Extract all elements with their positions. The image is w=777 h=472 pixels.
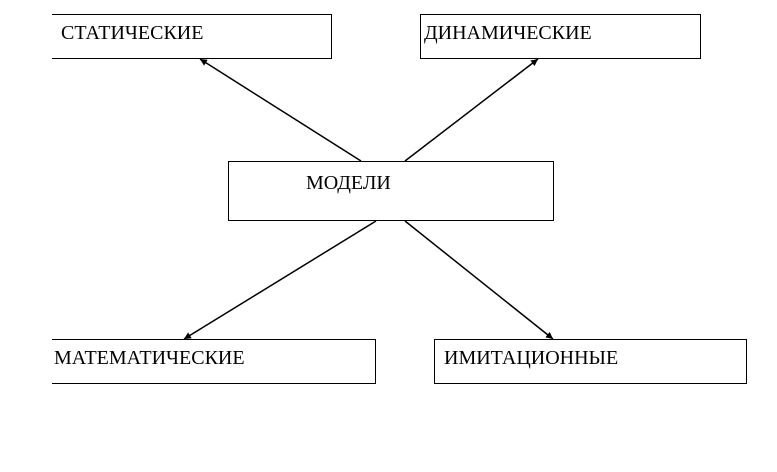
node-models-label: МОДЕЛИ	[306, 172, 391, 194]
node-simulation: ИМИТАЦИОННЫЕ	[434, 339, 747, 384]
node-dynamic: ДИНАМИЧЕСКИЕ	[420, 14, 701, 59]
node-models: МОДЕЛИ	[228, 161, 554, 221]
arrow-to-mathematical	[183, 220, 377, 340]
arrow-to-simulation	[404, 220, 554, 340]
node-static-label: СТАТИЧЕСКИЕ	[61, 22, 204, 44]
node-static: СТАТИЧЕСКИЕ	[52, 14, 332, 59]
arrow-to-static	[199, 58, 362, 162]
node-simulation-label: ИМИТАЦИОННЫЕ	[444, 347, 619, 369]
node-mathematical: МАТЕМАТИЧЕСКИЕ	[52, 339, 376, 384]
arrow-to-dynamic	[404, 58, 539, 162]
node-mathematical-label: МАТЕМАТИЧЕСКИЕ	[54, 347, 245, 369]
node-dynamic-label: ДИНАМИЧЕСКИЕ	[424, 22, 592, 44]
